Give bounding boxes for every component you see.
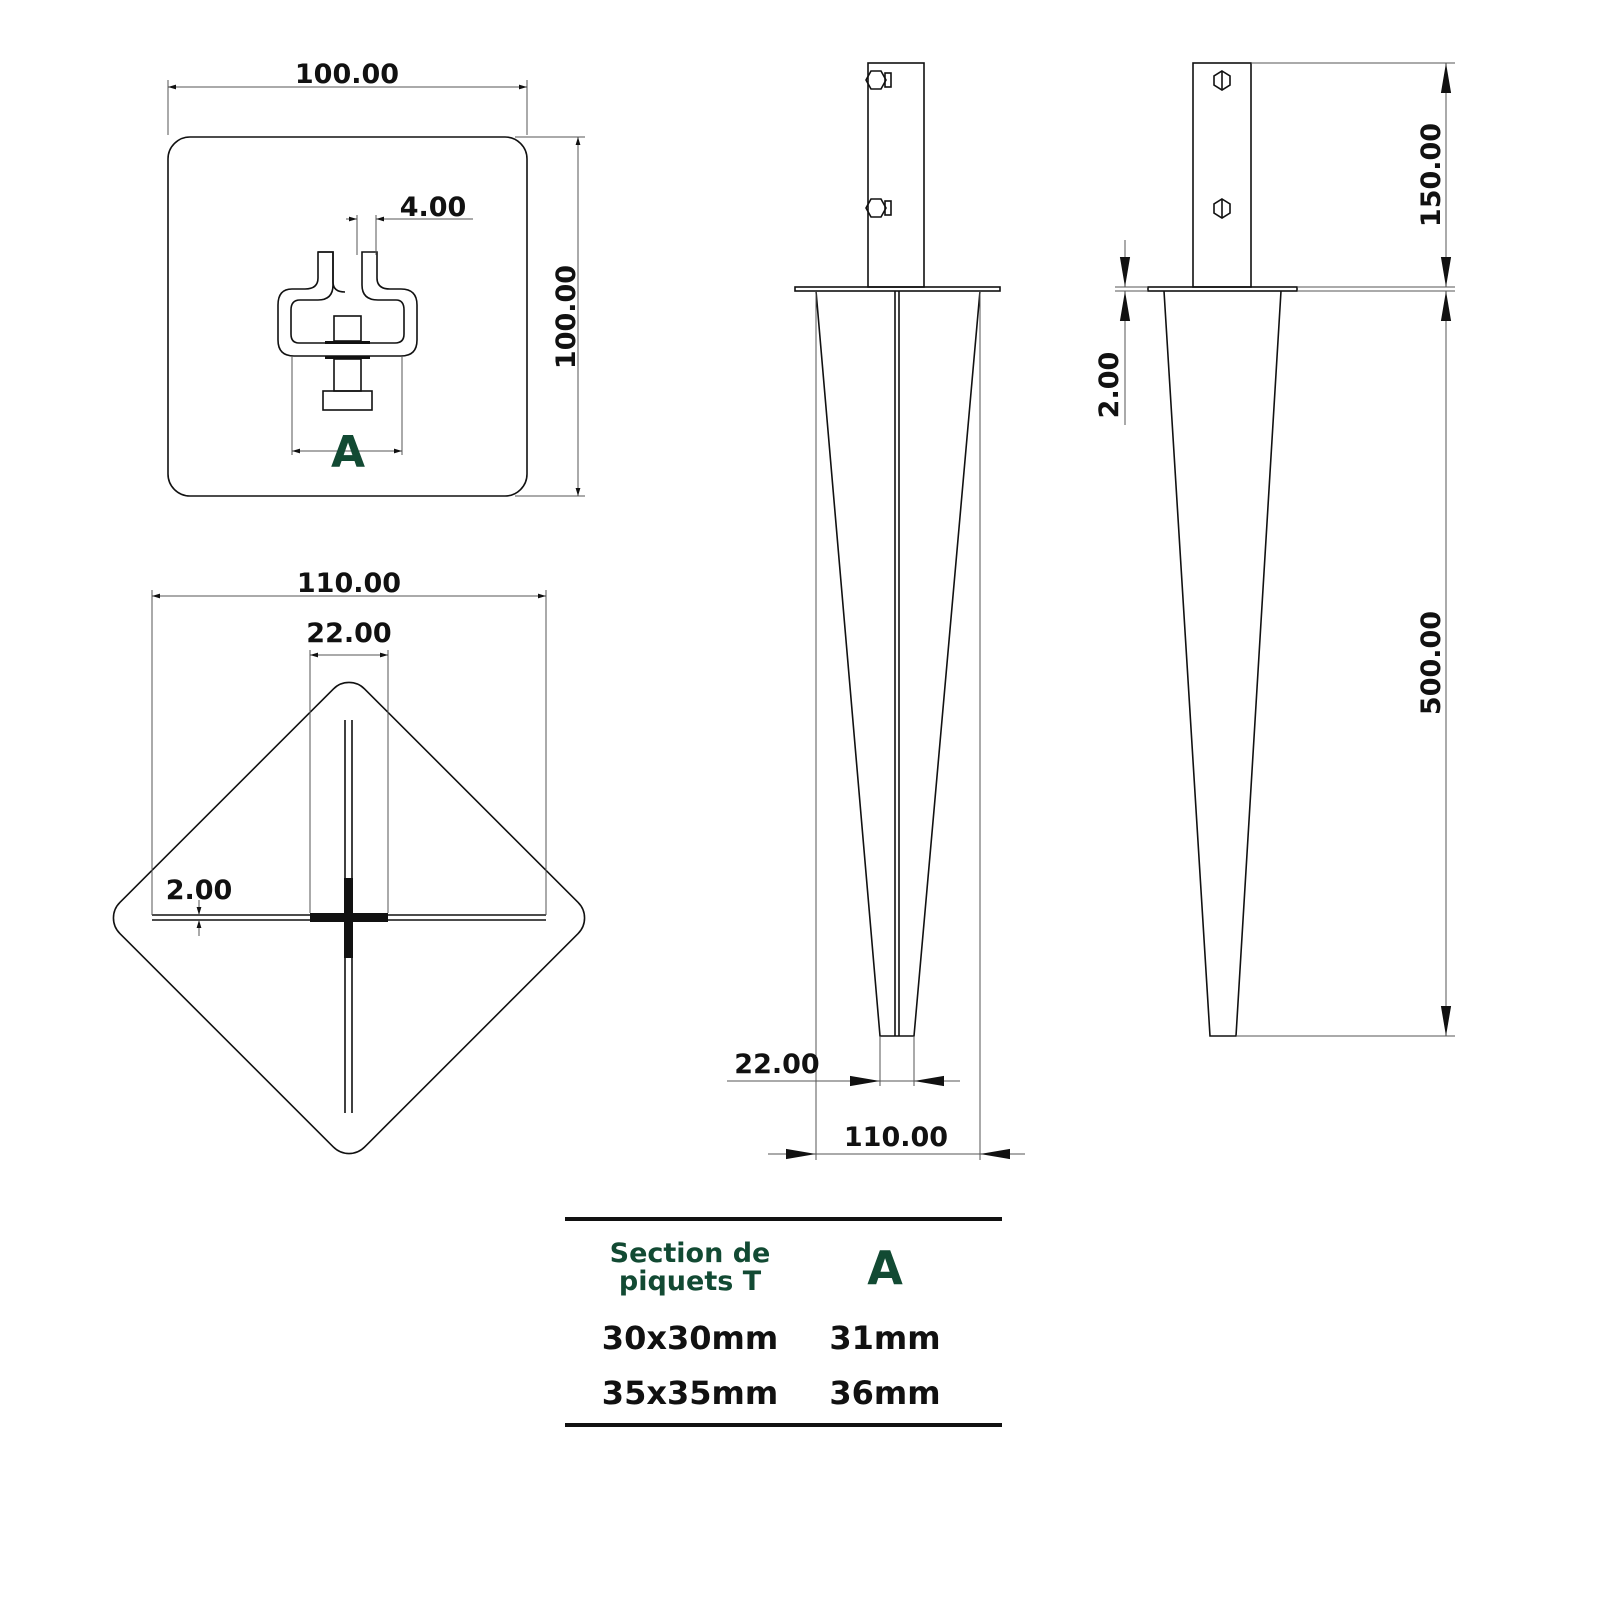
table-cell-section: 30x30mm	[602, 1319, 778, 1357]
table-header-section: Section de	[610, 1238, 771, 1269]
front-elevation: 22.00 110.00	[727, 62, 1025, 1160]
table-cell-section: 35x35mm	[602, 1374, 778, 1412]
flange-thickness-dimension: 2.00	[1094, 352, 1125, 419]
thickness-dimension: 2.00	[166, 875, 233, 906]
cross-width-dimension: 22.00	[306, 618, 391, 649]
tip-width-dimension: 22.00	[734, 1049, 819, 1080]
tube-height-dimension: 150.00	[1416, 123, 1447, 227]
spike-height-dimension: 500.00	[1416, 611, 1447, 715]
post-tube	[867, 62, 925, 288]
base-plate-outline	[167, 136, 528, 497]
flange	[794, 286, 1001, 292]
table-header-section-2: piquets T	[619, 1266, 762, 1297]
diamond-plate-outline	[112, 681, 586, 1155]
screw-thread-upper	[333, 315, 362, 342]
bolt-icon	[865, 70, 892, 90]
side-elevation: 150.00 500.00 2.00	[1094, 62, 1455, 1037]
screw-thread-lower	[333, 358, 362, 392]
size-table: Section de piquets T A 30x30mm 31mm 35x3…	[565, 1217, 1002, 1427]
table-cell-a: 36mm	[829, 1374, 940, 1412]
height-dimension: 100.00	[551, 265, 582, 369]
screw-head	[322, 390, 373, 411]
flange	[1147, 286, 1298, 292]
bottom-width-dimension: 110.00	[297, 568, 401, 599]
table-bottom-rule	[565, 1423, 1002, 1427]
slot-dimension: 4.00	[400, 192, 467, 223]
bottom-view: 110.00 22.00 2.00	[112, 568, 586, 1155]
bolt-icon	[865, 198, 892, 218]
spike-blade	[815, 290, 981, 1037]
spike-blade	[1163, 290, 1282, 1037]
top-view: 100.00 100.00 4.00 A	[167, 59, 585, 497]
table-cell-a: 31mm	[829, 1319, 940, 1357]
width-dimension: 100.00	[295, 59, 399, 90]
flange-width-dimension: 110.00	[844, 1122, 948, 1153]
table-header-a: A	[867, 1241, 903, 1295]
cross-section-vertical	[344, 878, 353, 958]
post-tube	[1192, 62, 1252, 288]
clip-a-label: A	[331, 427, 365, 478]
table-top-rule	[565, 1217, 1002, 1221]
clip-outline	[277, 251, 418, 357]
